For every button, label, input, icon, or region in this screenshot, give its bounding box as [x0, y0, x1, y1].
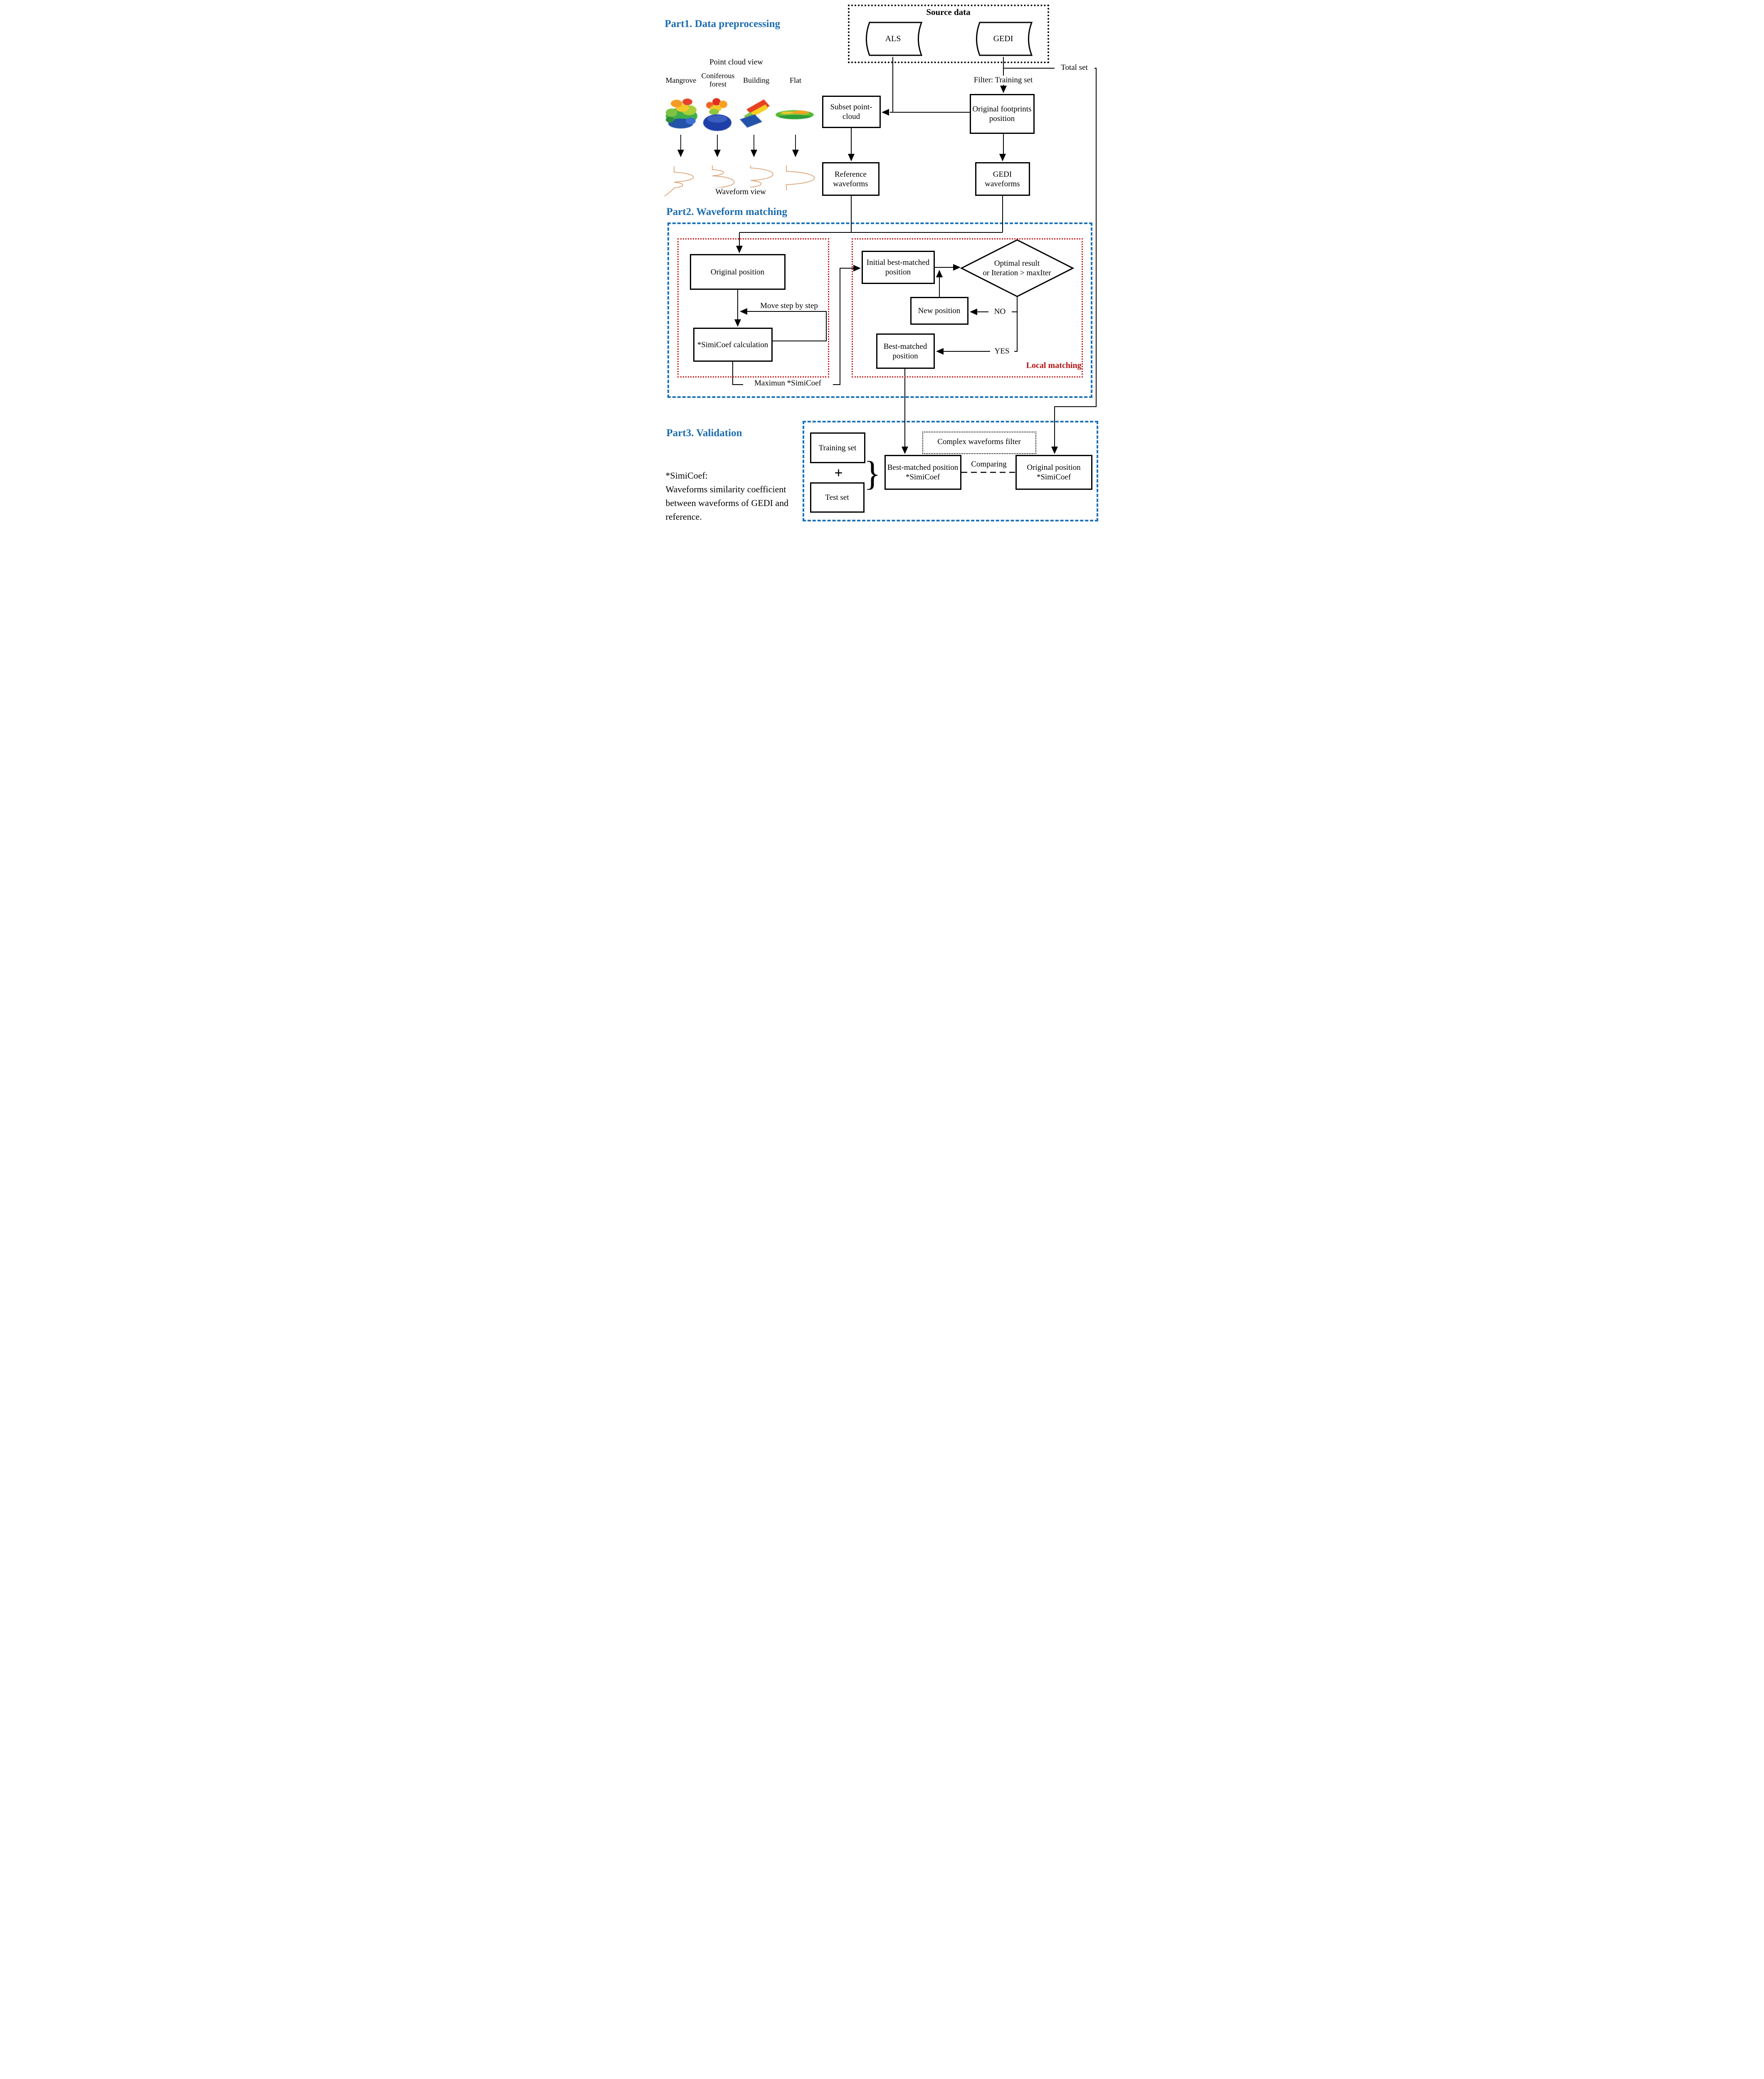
footnote-line1: *SimiCoef: [665, 470, 708, 481]
flowchart-figure: Part1. Data preprocessing Source data AL… [661, 0, 1103, 526]
part3-title: Part3. Validation [666, 427, 742, 439]
best-matched-position-box: Best-matched position [876, 333, 935, 369]
decision-diamond-text: Optimal result or Iteration > maxIter [961, 259, 1073, 278]
original-position-simicoef-line2: *SimiCoef [1036, 473, 1071, 481]
move-step-label: Move step by step [760, 301, 818, 310]
land-cover-mangrove: Mangrove [665, 76, 697, 84]
waveform-mangrove [664, 166, 694, 197]
reference-waveforms-box: Reference waveforms [822, 162, 880, 196]
best-matched-simicoef-line1: Best-matched position [887, 463, 959, 472]
original-position-simicoef-line1: Original position [1027, 463, 1081, 472]
original-position-simicoef-box: Original position *SimiCoef [1015, 455, 1092, 490]
original-position-box: Original position [689, 254, 786, 290]
waveform-flat [786, 165, 815, 190]
decision-diamond [960, 239, 1074, 297]
initial-best-matched-box: Initial best-matched position [861, 251, 935, 284]
part2-title: Part2. Waveform matching [666, 206, 787, 217]
best-matched-simicoef-box: Best-matched position *SimiCoef [884, 455, 961, 490]
curly-brace: } [864, 454, 881, 493]
point-cloud-view-label: Point cloud view [709, 58, 763, 67]
waveform-view-label: Waveform view [706, 188, 775, 197]
waveform-coniferous [712, 165, 734, 192]
subset-point-cloud-box: Subset point-cloud [822, 96, 881, 128]
part3-boundary-box [802, 421, 1098, 521]
filter-training-set-label: Filter: Training set [961, 76, 1045, 85]
gedi-label: GEDI [993, 34, 1013, 43]
land-cover-flat: Flat [789, 76, 801, 84]
line-diamond-down-yes [943, 296, 1018, 352]
simicoef-footnote: *SimiCoef: Waveforms similarity coeffici… [666, 469, 805, 523]
source-data-title: Source data [926, 7, 971, 17]
gedi-waveforms-box: GEDI waveforms [975, 162, 1030, 196]
land-cover-coniferous: Coniferous forest [701, 72, 735, 88]
test-set-box: Test set [810, 482, 865, 513]
best-matched-simicoef-line2: *SimiCoef [905, 473, 940, 481]
line-move-step-loop [747, 311, 827, 341]
plus-sign: + [834, 464, 843, 481]
point-cloud-mangrove [665, 99, 697, 128]
als-tape-shape [865, 22, 922, 56]
part2-boundary-box [667, 222, 1092, 398]
als-label: ALS [885, 34, 901, 43]
decision-line2: or Iteration > maxIter [983, 269, 1051, 277]
new-position-box: New position [910, 297, 968, 325]
simicoef-calculation-box: *SimiCoef calculation [693, 328, 773, 362]
point-cloud-coniferous [703, 98, 731, 131]
yes-label: YES [990, 347, 1014, 356]
local-matching-box [851, 238, 1083, 378]
original-footprints-position-box: Original footprints position [969, 94, 1035, 134]
arrowheads [677, 86, 1058, 454]
total-set-label: Total set [1054, 63, 1094, 72]
connector-lines-layer [664, 22, 1097, 473]
complex-waveforms-filter-label: Complex waveforms filter [937, 437, 1021, 446]
gedi-tape-shape [976, 22, 1033, 56]
footnote-line2: Waveforms similarity coefficient [665, 484, 786, 494]
global-matching-box [677, 238, 829, 378]
complex-waveforms-filter-box [922, 432, 1036, 454]
no-label: NO [988, 307, 1012, 316]
point-cloud-building [739, 99, 770, 128]
comparing-label: Comparing [971, 460, 1007, 469]
part1-title: Part1. Data preprocessing [665, 18, 781, 30]
footnote-line4: reference. [665, 511, 702, 522]
point-cloud-flat [775, 110, 814, 119]
footnote-line3: between waveforms of GEDI and [665, 498, 789, 508]
decision-line1: Optimal result [994, 259, 1040, 268]
source-data-box [847, 5, 1049, 63]
local-matching-label: Local matching [1026, 361, 1082, 370]
training-set-box: Training set [810, 432, 865, 463]
maximum-simicoef-label: Maximun *SimiCoef [743, 379, 833, 388]
land-cover-building: Building [743, 76, 769, 84]
